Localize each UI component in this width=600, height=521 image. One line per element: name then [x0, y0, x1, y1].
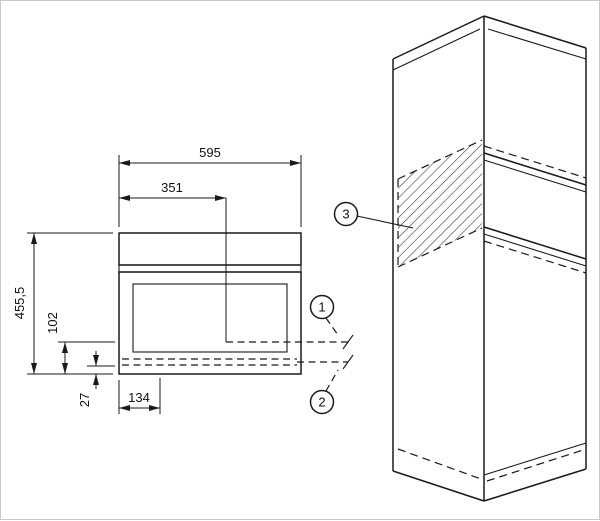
callout-3: 3 [333, 201, 414, 229]
callout-2: 2 [309, 369, 339, 415]
callout-2-leader [325, 369, 339, 392]
appliance-opening [132, 283, 288, 353]
appliance-gap-strip [118, 264, 302, 273]
dim-side-offset-label: 134 [128, 390, 150, 405]
callout-1: 1 [309, 294, 339, 336]
cabinet-outline [392, 15, 587, 502]
callout-3-label: 3 [342, 207, 349, 222]
callout-1-leader [325, 317, 339, 336]
callout-3-circle [333, 201, 359, 227]
dim-total-width-label: 595 [199, 145, 221, 160]
dimension-bottom-offset: 27 [77, 351, 115, 407]
dimension-cable-height: 102 [45, 312, 115, 374]
dim-partial-width-label: 351 [161, 180, 183, 195]
dimension-partial-width: 351 [119, 180, 227, 342]
cable-end-slash-2 [342, 354, 354, 370]
top-panel-thickness-left [392, 28, 481, 71]
dim-total-height-label: 455,5 [12, 287, 27, 320]
dimension-total-height: 455,5 [12, 232, 113, 375]
plinth-line [483, 442, 587, 476]
callout-1-label: 1 [318, 300, 325, 315]
niche-section-hatch [398, 140, 482, 267]
niche-shelves [483, 152, 587, 267]
niche-bottom-shelf-edge [483, 226, 587, 260]
appliance-top-panel [118, 232, 302, 266]
cabinet-view: 3 [333, 15, 587, 502]
callout-2-circle [309, 389, 335, 415]
callout-1-circle [309, 294, 335, 320]
cable-end-slash-1 [342, 334, 354, 350]
dim-cable-height-label: 102 [45, 312, 60, 334]
callout-3-leader [356, 215, 414, 229]
niche-top-shelf-edge [483, 152, 587, 186]
dimension-side-offset: 134 [118, 378, 161, 414]
appliance-front-panel [118, 271, 302, 375]
dimension-total-width: 595 [118, 145, 302, 227]
dim-bottom-offset-label: 27 [77, 393, 92, 407]
front-view: 595 351 455,5 102 27 [12, 145, 354, 415]
niche-bottom-shelf-thickness [483, 233, 587, 267]
callout-2-label: 2 [318, 395, 325, 410]
niche-top-shelf-thickness [483, 159, 587, 193]
top-panel-thickness-right [487, 28, 587, 60]
base-hidden-outline [397, 448, 587, 482]
